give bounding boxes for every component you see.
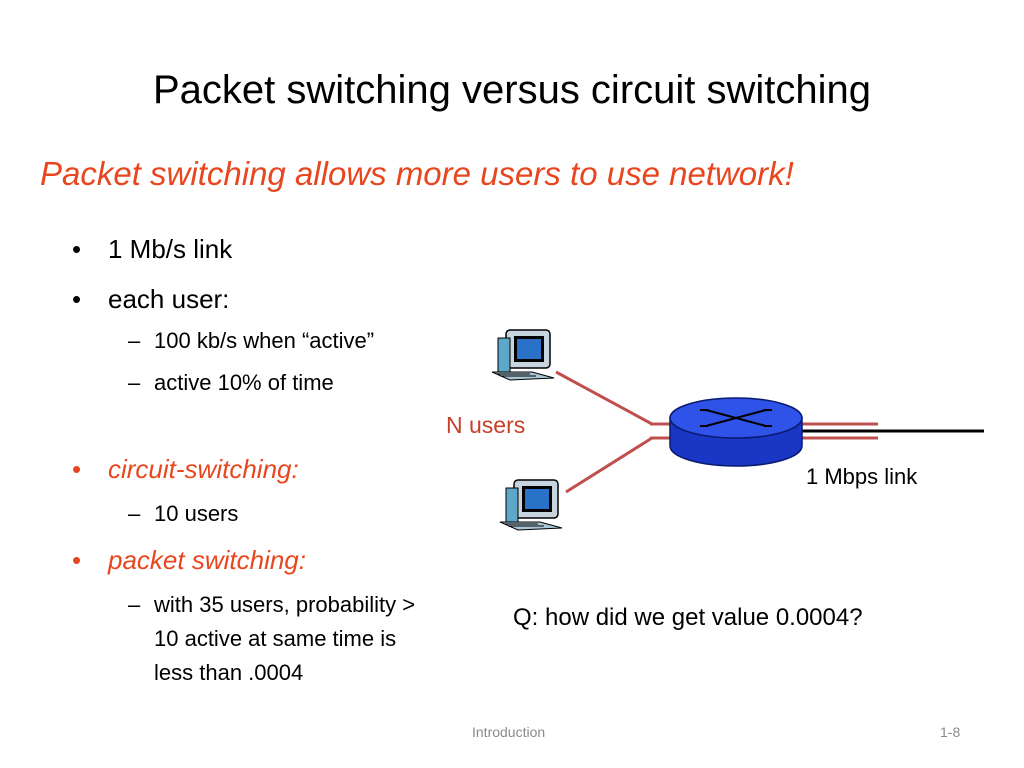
- link-capacity-label: 1 Mbps link: [806, 464, 918, 489]
- slide-subtitle: Packet switching allows more users to us…: [40, 155, 794, 192]
- footer-section: Introduction: [472, 724, 546, 740]
- computer-icon: [491, 329, 555, 381]
- computer-icon: [499, 479, 563, 531]
- n-users-label: N users: [446, 412, 526, 438]
- slide-number: 1-8: [940, 724, 961, 740]
- slide-title: Packet switching versus circuit switchin…: [152, 68, 872, 112]
- question-text: Q: how did we get value 0.0004?: [513, 604, 863, 631]
- router-icon: [669, 397, 803, 467]
- user-link-bottom: [565, 436, 653, 494]
- user-link-top: [555, 370, 653, 426]
